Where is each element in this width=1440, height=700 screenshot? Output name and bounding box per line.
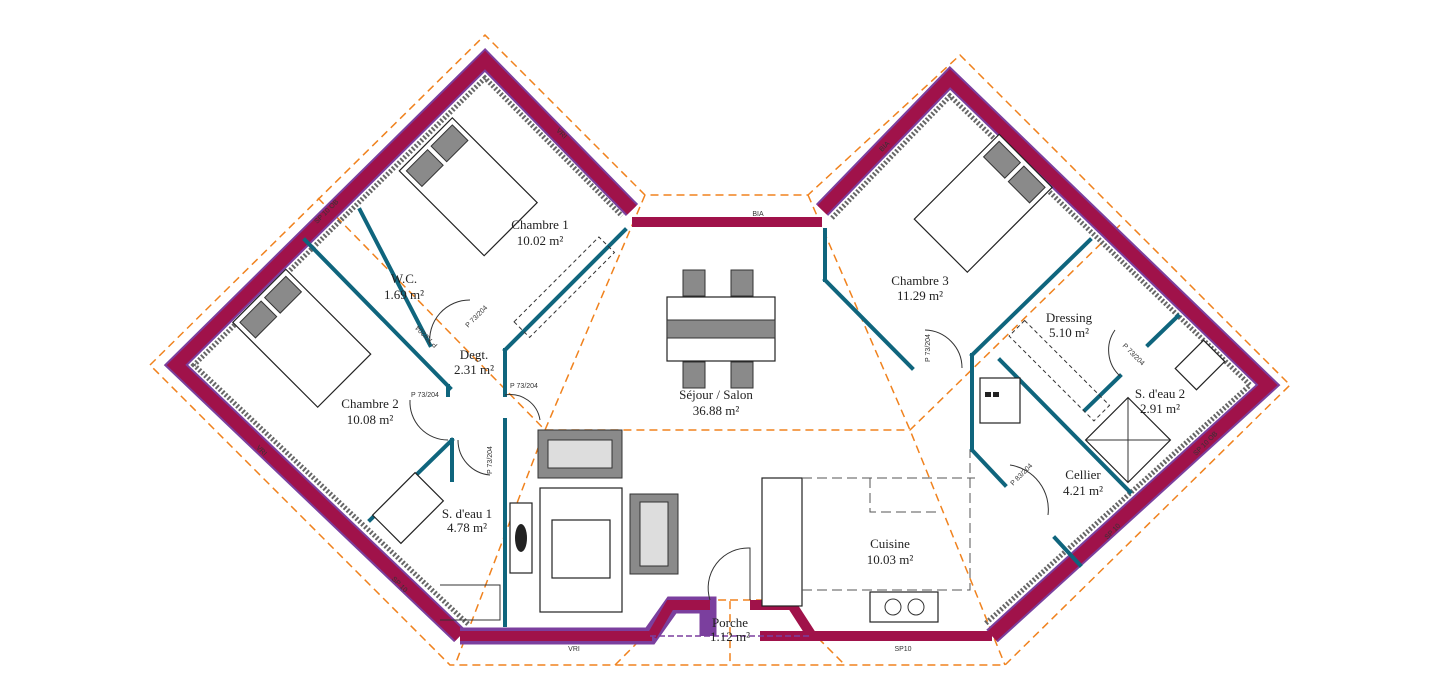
door-tag: P 73/204 [1121,343,1146,368]
room-area: 1.69 m² [384,287,424,302]
coffee-table-rug [539,487,623,613]
room-name: Porche [712,615,748,630]
room-name: Degt. [460,347,489,362]
room-name: Chambre 1 [511,217,568,232]
door-tag: P 73/204 [925,334,932,362]
bed-chambre-2 [231,268,372,409]
sink-sde1 [371,471,445,545]
room-area: 5.10 m² [1049,325,1089,340]
room-area: 2.31 m² [454,362,494,377]
room-area: 4.21 m² [1063,483,1103,498]
room-name: Séjour / Salon [679,387,753,402]
wardrobe-dressing [1008,319,1111,422]
room-name: W.C. [391,271,417,286]
window-tag: VRI [568,646,580,653]
room-name: S. d'eau 2 [1135,386,1185,401]
room-name: Chambre 2 [341,396,398,411]
room-name: Chambre 3 [891,273,948,288]
washer [979,377,1021,424]
dashed-outlines [148,33,1292,666]
stairs [440,584,501,621]
wardrobe-ch1 [513,236,616,339]
room-area: 1.12 m² [710,629,750,644]
sink-sde2 [1174,339,1226,391]
dining-table [666,269,776,389]
bed-chambre-3 [913,133,1054,274]
room-labels: Chambre 1 10.02 m² W.C. 1.69 m² Degt. 2.… [341,217,1185,644]
door-tag: P 73/204 [411,392,439,399]
room-name: Cuisine [870,536,910,551]
room-name: Cellier [1065,467,1101,482]
exterior-walls [163,47,1281,645]
furniture [231,116,1226,623]
room-area: 10.03 m² [867,552,914,567]
bed-chambre-1 [398,116,539,257]
room-area: 10.08 m² [347,412,394,427]
interior-walls [302,207,1181,627]
room-area: 36.88 m² [693,403,740,418]
room-area: 11.29 m² [897,288,943,303]
room-area: 4.78 m² [447,520,487,535]
door-tag: P 73/204 [465,305,490,330]
kitchen-counter [761,450,975,623]
doors [409,299,1121,601]
room-name: S. d'eau 1 [442,506,492,521]
shower-sde2 [1084,396,1172,484]
door-tag: P 73/204 [415,324,440,349]
door-tag: P 73/204 [510,383,538,390]
window-tag: BIA [752,211,764,218]
door-tag: P 83/204 [1010,463,1035,488]
room-name: Dressing [1046,310,1093,325]
room-area: 2.91 m² [1140,401,1180,416]
room-area: 10.02 m² [517,233,564,248]
sofa [537,429,679,575]
window-tag: SP10 [894,646,911,653]
door-tag: P 73/204 [487,446,494,474]
